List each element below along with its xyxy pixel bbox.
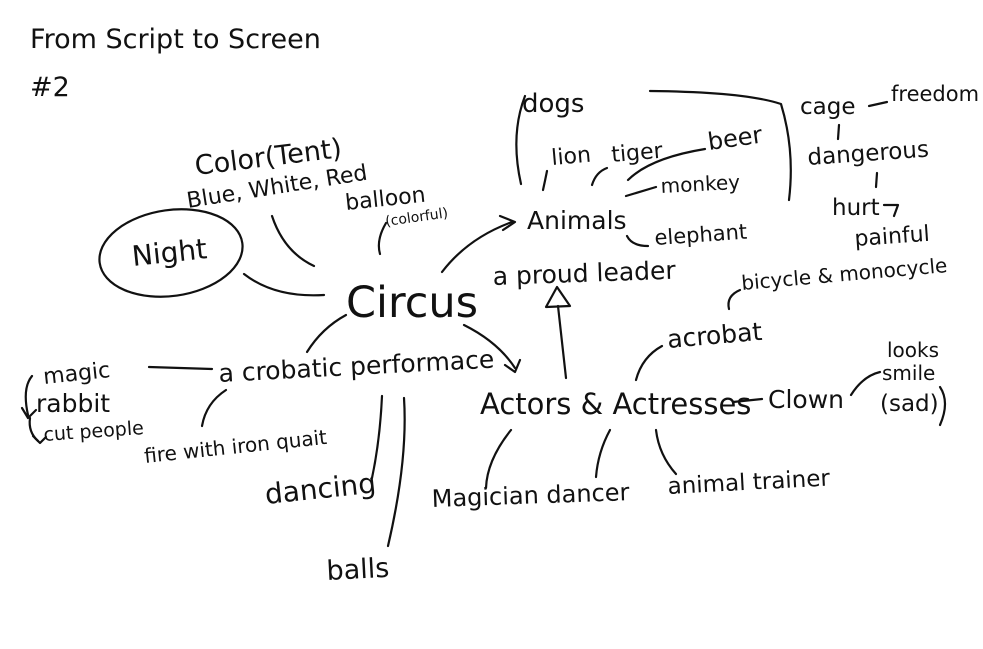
hurt-painful-line [882, 203, 900, 218]
painful-label: painful [854, 222, 931, 252]
sad-label: (sad) [880, 391, 939, 417]
night-oval [98, 208, 244, 298]
magic-rabbit-arrowhead [20, 406, 38, 420]
sad-bracket [938, 385, 947, 427]
circus-center-label: Circus [346, 278, 478, 328]
beer-line [626, 147, 707, 182]
animals-bracket-right [648, 89, 792, 202]
tiger-label: tiger [610, 139, 664, 168]
page-number: #2 [30, 72, 70, 103]
magic-rabbit-arrow [24, 374, 34, 417]
circus-animals-line [440, 220, 514, 274]
freedom-label: freedom [891, 82, 979, 106]
rabbit-cut-arrowhead [31, 434, 48, 445]
fire-label: fire with iron quait [143, 425, 328, 468]
actors-leader-arrowhead [544, 285, 572, 309]
smile-label: smile [882, 361, 935, 385]
actors-branch: bicycle & monocycle acrobat Actors & Act… [431, 253, 948, 513]
dancing-label: dancing [263, 467, 377, 511]
performance-branch: a crobatic performace magic rabbit cut p… [36, 345, 495, 587]
lion-label: lion [550, 143, 592, 171]
monkey-label: monkey [660, 170, 741, 198]
cage-label: cage [800, 94, 856, 120]
actors-clown-line [731, 397, 764, 404]
animals-label: Animals [527, 206, 627, 235]
circus-animals-arrowhead [498, 214, 517, 232]
magician-dancer-label: Magician dancer [431, 478, 630, 513]
elephant-label: elephant [654, 220, 748, 250]
cut-people-label: cut people [43, 417, 145, 446]
dogs-label: dogs [522, 89, 584, 119]
lion-tick [541, 169, 549, 192]
hurt-label: hurt [832, 195, 880, 221]
connector-lines [20, 89, 947, 548]
actors-trainer-line [654, 428, 678, 476]
acrobatic-performance-label: a crobatic performace [218, 345, 495, 388]
title-block: From Script to Screen #2 [30, 24, 321, 103]
acrobatic-magic-line [147, 365, 214, 371]
cage-branch: cage freedom dangerous hurt painful [800, 82, 979, 252]
tiger-tick [590, 166, 609, 187]
circus-acrobatic-line [305, 313, 348, 354]
elephant-tick [625, 234, 650, 248]
clown-looks-line [849, 370, 882, 397]
circus-tent-line [270, 214, 316, 268]
circus-actors-arrowhead [503, 358, 522, 374]
dangerous-hurt-line [874, 171, 879, 189]
animals-bracket-left [515, 94, 527, 186]
cage-freedom-line [867, 100, 889, 108]
looks-label: looks [887, 338, 939, 362]
proud-leader-label: a proud leader [492, 256, 677, 291]
actors-label: Actors & Actresses [480, 387, 751, 421]
beer-label: beer [706, 121, 764, 156]
tent-branch: Color(Tent) Blue, White, Red Night ballo… [130, 133, 449, 273]
monkey-line [624, 185, 658, 198]
circus-actors-line [462, 323, 517, 370]
page-title: From Script to Screen [30, 24, 321, 55]
animal-trainer-label: animal trainer [667, 465, 831, 499]
acrobat-bicycle-line [727, 288, 742, 311]
cage-dangerous-line [836, 123, 841, 141]
acrobatic-dancing-line [370, 394, 384, 480]
acrobatic-fire-line [200, 388, 228, 428]
balls-label: balls [326, 553, 390, 587]
actors-leader-line [556, 304, 568, 380]
dangerous-label: dangerous [807, 137, 930, 171]
night-label: Night [130, 232, 208, 273]
actors-dancer-line [594, 428, 612, 479]
acrobat-label: acrobat [666, 317, 763, 354]
circus-night-line [242, 272, 326, 297]
acrobatic-balls-line [386, 396, 406, 548]
animals-branch: dogs lion tiger beer monkey Animals elep… [492, 89, 764, 291]
bicycle-label: bicycle & monocycle [740, 253, 948, 295]
magic-label: magic [42, 358, 111, 390]
actors-acrobat-line [634, 344, 664, 382]
rabbit-label: rabbit [36, 389, 110, 418]
actors-magician-line [484, 428, 513, 490]
clown-label: Clown [768, 385, 844, 414]
circus-balloon-line [377, 221, 388, 256]
